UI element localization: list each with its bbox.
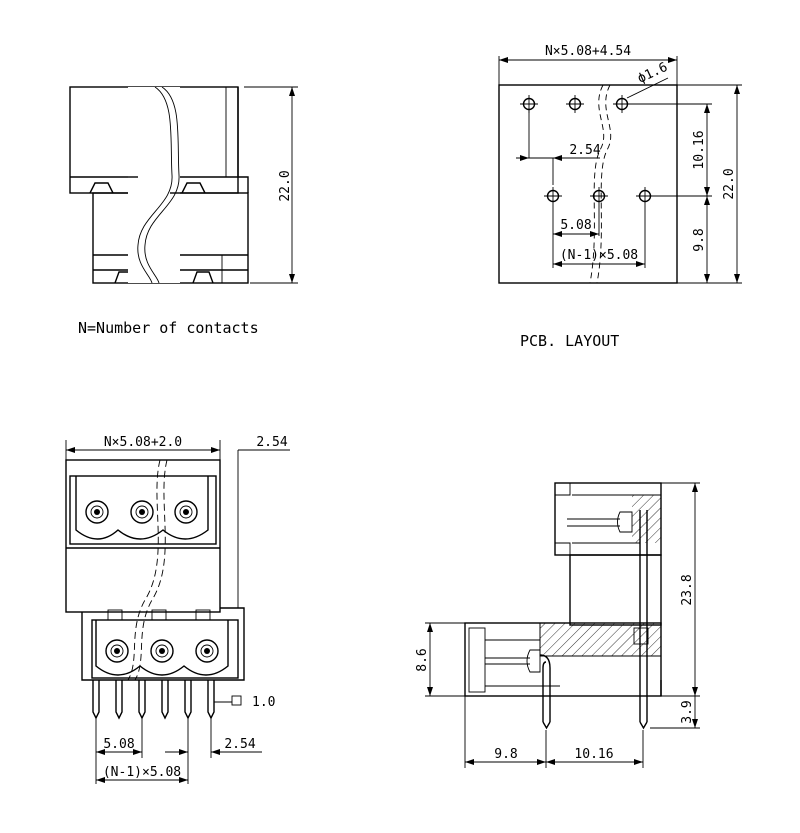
dim-height-left: 22.0 <box>278 170 293 201</box>
dim-hole-diameter: ϕ1.6 <box>635 60 670 87</box>
pin <box>161 680 169 720</box>
pcb-hole <box>636 187 654 205</box>
screw-icon <box>105 639 129 663</box>
pin <box>184 680 192 720</box>
dim-pcb-width: N×5.08+4.54 <box>545 44 631 59</box>
screw-icon <box>174 500 198 524</box>
dim-side-x2: 10.16 <box>574 747 613 762</box>
pcb-hole <box>613 95 631 113</box>
dim-side-x1: 9.8 <box>494 747 517 762</box>
pin <box>92 680 100 720</box>
dim-pcb-v2: 9.8 <box>692 228 707 251</box>
pcb-hole <box>566 95 584 113</box>
dim-front-offset: 2.54 <box>256 435 287 450</box>
pin <box>115 680 123 720</box>
dim-span: (N-1)×5.08 <box>560 248 638 263</box>
dim-side-left: 8.6 <box>415 648 430 671</box>
dim-pitch-508: 5.08 <box>560 218 591 233</box>
screw-icon <box>195 639 219 663</box>
side-view: 23.8 3.9 8.6 9.8 10.16 <box>415 482 700 768</box>
pin <box>138 680 146 720</box>
dim-front-width: N×5.08+2.0 <box>104 435 182 450</box>
top-left-view: 22.0 <box>69 86 298 284</box>
screw-icon <box>85 500 109 524</box>
dim-front-pitch: 5.08 <box>103 737 134 752</box>
screw-icon <box>130 500 154 524</box>
dim-side-height: 23.8 <box>680 574 695 605</box>
dim-front-pitch2: 2.54 <box>224 737 255 752</box>
caption-n-definition: N=Number of contacts <box>78 319 259 337</box>
dim-pin-width: 1.0 <box>252 695 275 710</box>
dim-pcb-height: 22.0 <box>722 168 737 199</box>
front-view: N×5.08+2.0 2.54 1.0 5.08 2.54 (N-1)×5.08 <box>65 435 290 784</box>
pin <box>207 680 215 720</box>
screw-icon <box>150 639 174 663</box>
pcb-layout-view: N×5.08+4.54 ϕ1.6 2.54 <box>498 44 742 284</box>
caption-pcb-layout: PCB. LAYOUT <box>520 332 619 350</box>
dim-pitch-254: 2.54 <box>569 143 600 158</box>
pcb-hole <box>590 187 608 205</box>
pcb-hole <box>544 187 562 205</box>
dim-pcb-v1: 10.16 <box>692 130 707 169</box>
dim-front-span: (N-1)×5.08 <box>103 765 181 780</box>
dim-side-pin: 3.9 <box>680 700 695 723</box>
